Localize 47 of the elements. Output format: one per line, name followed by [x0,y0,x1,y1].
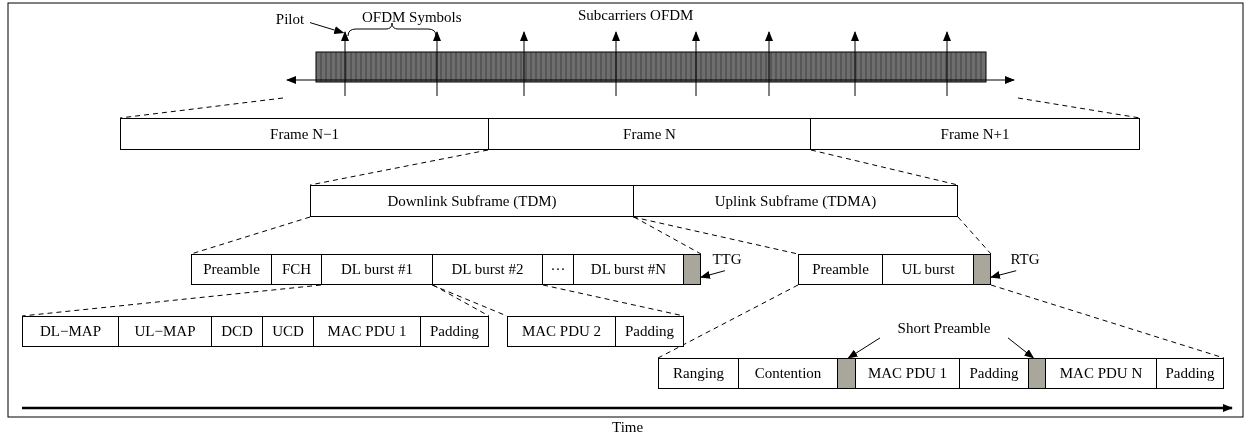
label-text: OFDM Symbols [362,8,462,26]
label-text: Subcarriers OFDM [578,6,694,24]
frame-field: Ranging [658,358,739,389]
leader-arrow [1007,337,1035,359]
frame-field: Downlink Subframe (TDM) [310,185,634,217]
frame-field: FCH [271,254,322,285]
zoom-line [810,149,959,186]
frame-field: DCD [211,316,263,347]
guard-gap-block [973,254,991,285]
callout-text: RTG [1003,250,1047,268]
frame-field: UL burst [882,254,974,285]
frame-field: Frame N−1 [120,118,489,150]
frame-field: DL burst #2 [432,254,543,285]
leader-arrow [990,270,1017,279]
frame-field: MAC PDU 1 [855,358,960,389]
frame-field: Padding [1156,358,1224,389]
leader-arrow [700,270,726,279]
frame-field: Padding [959,358,1029,389]
frame-field: Preamble [191,254,272,285]
leader-arrow [309,22,345,34]
frame-field: Contention [738,358,838,389]
leader-arrow [847,337,881,359]
zoom-line [632,216,799,255]
frame-field: Preamble [798,254,883,285]
frame-field: Padding [420,316,489,347]
frame-field: UL−MAP [118,316,212,347]
frame-field: DL burst #1 [321,254,433,285]
frame-field: ··· [542,254,574,285]
frame-field: MAC PDU N [1045,358,1157,389]
zoom-line [633,216,702,255]
frame-field: Padding [615,316,684,347]
frame-field: DL burst #N [573,254,684,285]
callout-text: Short Preamble [880,319,1008,337]
axis-label: Time [612,418,644,436]
callout-text: TTG [706,250,748,268]
frame-field: UCD [262,316,314,347]
frame-field: Uplink Subframe (TDMA) [633,185,958,217]
frame-field: MAC PDU 1 [313,316,421,347]
zoom-line [957,216,992,255]
zoom-line [657,284,799,359]
frame-field: Frame N+1 [810,118,1140,150]
frame-field: DL−MAP [22,316,119,347]
callout-text: Pilot [270,10,310,28]
frame-field: MAC PDU 2 [507,316,616,347]
guard-gap-block [683,254,701,285]
frame-field: Frame N [488,118,811,150]
guard-gap-block [1028,358,1046,389]
